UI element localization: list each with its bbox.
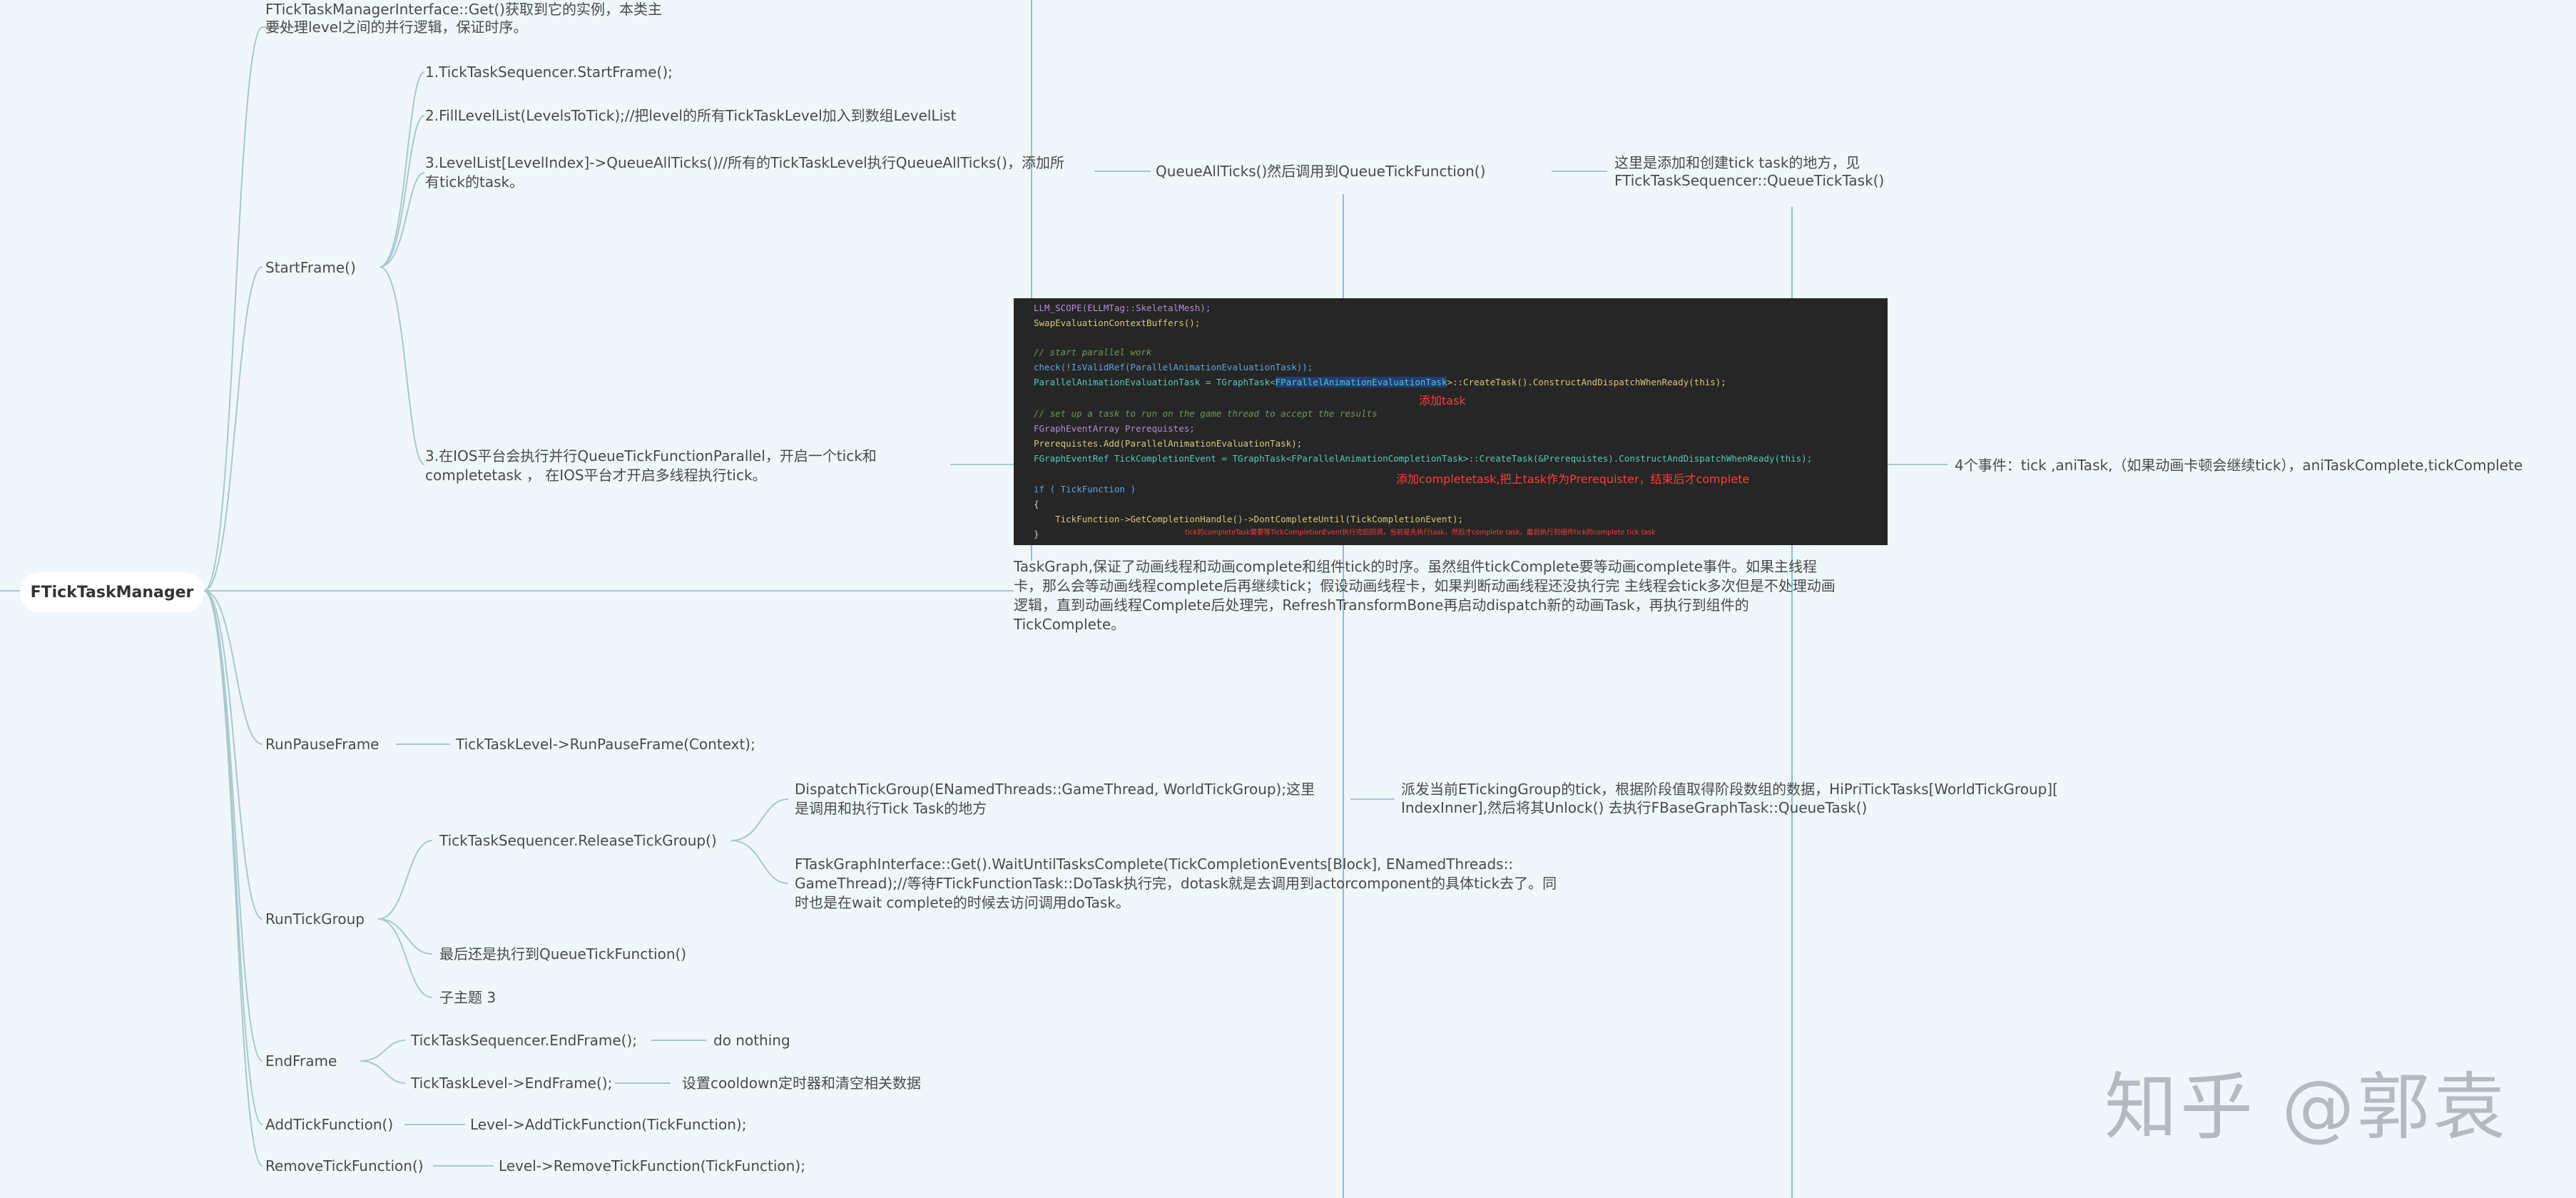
node-queue-all-ticks[interactable]: QueueAllTicks()然后调用到QueueTickFunction() xyxy=(1156,163,1486,180)
code-note-complete: 添加completetask,把上task作为Prerequister，结束后才… xyxy=(1396,472,1750,486)
node-end-frame-seq-note[interactable]: do nothing xyxy=(713,1032,790,1049)
node-run-pause-frame[interactable]: RunPauseFrame xyxy=(265,736,380,753)
node-ios-line2[interactable]: completetask ， 在IOS平台才开启多线程执行tick。 xyxy=(425,467,767,484)
node-step2[interactable]: 2.FillLevelList(LevelsToTick);//把level的所… xyxy=(425,107,957,124)
code-line-11: { xyxy=(1034,499,1039,509)
code-line-10: if ( TickFunction ) xyxy=(1034,484,1136,494)
node-add-tick-function[interactable]: AddTickFunction() xyxy=(265,1116,394,1133)
zhihu-watermark: 知乎 @郭袁 xyxy=(2104,1065,2509,1150)
taskgraph-note-line2[interactable]: 卡，那么会等动画线程complete后再继续tick；假设动画线程卡，如果判断动… xyxy=(1014,577,1836,594)
code-line-1: LLM_SCOPE(ELLMTag::SkeletalMesh); xyxy=(1034,303,1211,313)
node-four-events[interactable]: 4个事件：tick ,aniTask,（如果动画卡顿会继续tick），aniTa… xyxy=(1955,457,2523,474)
code-line-2: SwapEvaluationContextBuffers(); xyxy=(1034,318,1201,328)
top-note-line1: FTickTaskManagerInterface::Get()获取到它的实例，… xyxy=(265,1,662,18)
node-subtopic-3[interactable]: 子主题 3 xyxy=(439,989,497,1006)
node-wait-line2[interactable]: GameThread);//等待FTickFunctionTask::DoTas… xyxy=(795,875,1557,892)
node-dispatch-note-line2[interactable]: IndexInner],然后将其Unlock() 去执行FBaseGraphTa… xyxy=(1401,799,1868,816)
code-line-9: FGraphEventRef TickCompletionEvent = TGr… xyxy=(1034,453,1813,464)
code-line-12: TickFunction->GetCompletionHandle()->Don… xyxy=(1034,514,1464,524)
code-line-7: FGraphEventArray Prerequistes; xyxy=(1034,423,1195,434)
node-step1[interactable]: 1.TickTaskSequencer.StartFrame(); xyxy=(425,64,673,81)
node-queue-note-line2[interactable]: FTickTaskSequencer::QueueTickTask() xyxy=(1614,172,1885,189)
node-remove-tick-function-child[interactable]: Level->RemoveTickFunction(TickFunction); xyxy=(499,1157,805,1174)
top-note-line2: 要处理level之间的并行逻辑，保证时序。 xyxy=(265,19,528,36)
node-ios-line1[interactable]: 3.在IOS平台会执行并行QueueTickFunctionParallel，开… xyxy=(425,447,877,465)
code-snippet-panel: LLM_SCOPE(ELLMTag::SkeletalMesh); SwapEv… xyxy=(1014,298,1888,545)
taskgraph-note-line4[interactable]: TickComplete。 xyxy=(1014,616,1126,633)
node-dispatch-note-line1[interactable]: 派发当前ETickingGroup的tick，根据阶段值取得阶段数组的数据，Hi… xyxy=(1401,781,2058,798)
node-end-frame-level-note[interactable]: 设置cooldown定时器和清空相关数据 xyxy=(682,1075,921,1092)
code-note-small: tick的completeTask需要等TickCompletionEvent执… xyxy=(1185,529,1656,537)
node-run-tick-group[interactable]: RunTickGroup xyxy=(265,910,365,928)
code-line-5b: FParallelAnimationEvaluationTask xyxy=(1275,377,1447,387)
code-line-4: check(!IsValidRef(ParallelAnimationEvalu… xyxy=(1034,362,1313,372)
code-note-add-task: 添加task xyxy=(1419,394,1466,407)
node-wait-line3[interactable]: 时也是在wait complete的时候去访问调用doTask。 xyxy=(795,894,1130,911)
node-end-frame-seq[interactable]: TickTaskSequencer.EndFrame(); xyxy=(411,1032,637,1049)
node-step3-line1[interactable]: 3.LevelList[LevelIndex]->QueueAllTicks()… xyxy=(425,154,1064,171)
node-dispatch-line1[interactable]: DispatchTickGroup(ENamedThreads::GameThr… xyxy=(795,781,1315,798)
root-node[interactable]: FTickTaskManager xyxy=(20,572,204,612)
node-dispatch-line2[interactable]: 是调用和执行Tick Task的地方 xyxy=(795,800,987,817)
taskgraph-note-line3[interactable]: 逻辑，直到动画线程Complete后处理完，RefreshTransformBo… xyxy=(1014,597,1749,614)
node-add-tick-function-child[interactable]: Level->AddTickFunction(TickFunction); xyxy=(470,1116,747,1133)
code-line-8: Prerequistes.Add(ParallelAnimationEvalua… xyxy=(1034,438,1303,449)
node-step3-line2[interactable]: 有tick的task。 xyxy=(425,173,524,191)
code-line-3: // start parallel work xyxy=(1034,347,1152,357)
node-release-tick-group[interactable]: TickTaskSequencer.ReleaseTickGroup() xyxy=(439,832,717,849)
node-remove-tick-function[interactable]: RemoveTickFunction() xyxy=(265,1157,424,1174)
node-end-frame-level[interactable]: TickTaskLevel->EndFrame(); xyxy=(411,1075,613,1092)
node-end-frame[interactable]: EndFrame xyxy=(265,1052,337,1070)
code-line-6: // set up a task to run on the game thre… xyxy=(1034,408,1378,419)
code-line-5a: ParallelAnimationEvaluationTask = TGraph… xyxy=(1034,377,1276,387)
node-run-pause-frame-child[interactable]: TickTaskLevel->RunPauseFrame(Context); xyxy=(456,736,755,753)
node-start-frame[interactable]: StartFrame() xyxy=(265,259,356,276)
code-line-5c: >::CreateTask().ConstructAndDispatchWhen… xyxy=(1447,377,1726,387)
taskgraph-note-line1[interactable]: TaskGraph,保证了动画线程和动画complete和组件tick的时序。虽… xyxy=(1014,558,1818,575)
node-queue-note-line1[interactable]: 这里是添加和创建tick task的地方，见 xyxy=(1614,154,1860,171)
code-line-13: } xyxy=(1034,529,1039,539)
node-wait-line1[interactable]: FTaskGraphInterface::Get().WaitUntilTask… xyxy=(795,856,1514,873)
node-final-queue-tick[interactable]: 最后还是执行到QueueTickFunction() xyxy=(439,945,687,963)
